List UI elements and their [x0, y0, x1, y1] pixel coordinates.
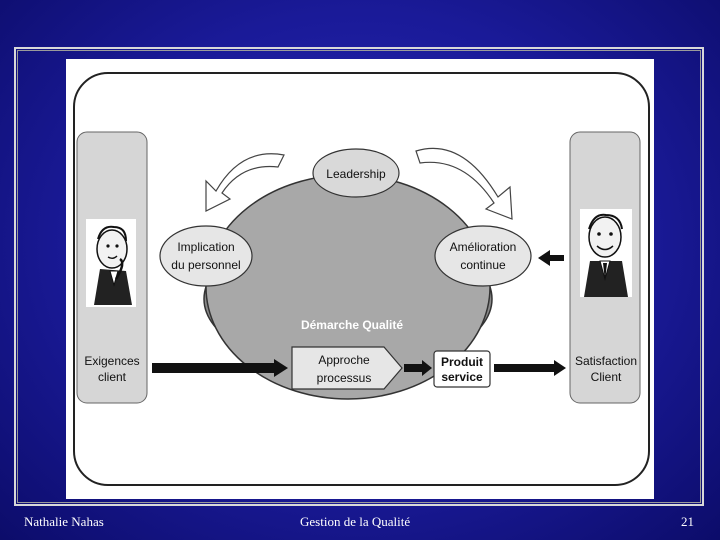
quality-process-diagram: Leadership Implication du personnel Amél…: [66, 59, 654, 499]
exigences-label-line2: client: [98, 370, 127, 384]
thinking-person-icon: [86, 219, 136, 307]
amelioration-label-line2: continue: [460, 258, 506, 272]
exigences-label-line1: Exigences: [84, 354, 139, 368]
amelioration-label-line1: Amélioration: [450, 240, 517, 254]
satisfaction-label-line2: Client: [591, 370, 622, 384]
implication-node: [159, 225, 253, 287]
cycle-arrow-right-icon: [415, 147, 513, 220]
smiling-person-icon: [580, 209, 632, 297]
implication-label-line1: Implication: [177, 240, 234, 254]
implication-label-line2: du personnel: [171, 258, 240, 272]
approche-label-line2: processus: [317, 371, 372, 385]
approche-processus-box: [291, 346, 403, 390]
cycle-arrow-left-icon: [205, 153, 285, 212]
slide-inner-border: [17, 50, 701, 503]
produit-label-line2: service: [441, 370, 483, 384]
leadership-label: Leadership: [326, 167, 386, 181]
demarche-label: Démarche Qualité: [301, 318, 403, 332]
satisfaction-label-line1: Satisfaction: [575, 354, 637, 368]
approche-label-line1: Approche: [318, 353, 370, 367]
produit-label-line1: Produit: [441, 355, 483, 369]
process-output-arrow-icon: [404, 360, 432, 376]
produit-service-box: [433, 350, 491, 388]
slide-outer-border: [14, 47, 704, 506]
output-arrow-icon: [494, 360, 566, 376]
footer-title: Gestion de la Qualité: [300, 514, 411, 529]
leadership-node: [312, 148, 400, 198]
feedback-arrow-icon: [538, 250, 564, 266]
footer-page-number: 21: [681, 514, 694, 529]
amelioration-node: [434, 225, 532, 287]
footer-author: Nathalie Nahas: [24, 514, 104, 529]
diagram-canvas: Leadership Implication du personnel Amél…: [73, 72, 650, 486]
input-arrow-icon: [152, 359, 288, 377]
